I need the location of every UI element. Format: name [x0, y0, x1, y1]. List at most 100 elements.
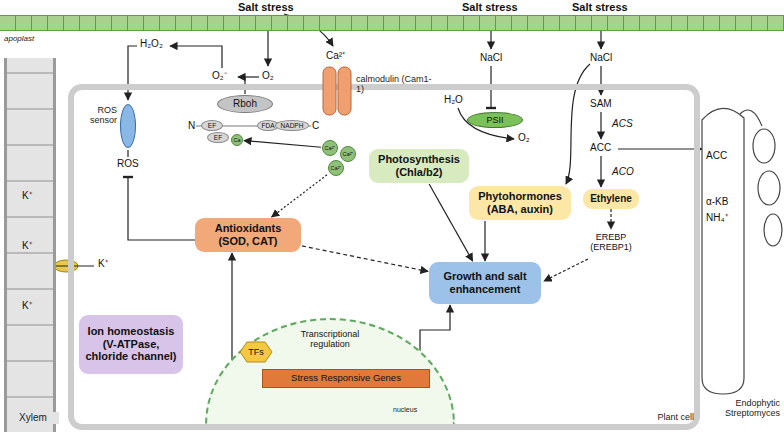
pathway-arrow	[170, 46, 222, 68]
pathway-arrow	[544, 259, 588, 281]
chemical-label: K⁺	[22, 300, 32, 312]
gene-bar: Stress Responsive Genes	[262, 369, 430, 388]
chemical-label: H₂O₂	[140, 38, 163, 50]
node-text: calmodulin (Cam1-1)	[356, 74, 434, 95]
node-text: FDA	[262, 122, 275, 129]
streptomyces-shape	[700, 96, 784, 430]
node-text: Rboh	[233, 98, 257, 110]
cell-wall-band: apoplast	[0, 15, 784, 31]
process-note: Transcriptional regulation	[290, 329, 370, 350]
hypha-outline	[702, 108, 744, 394]
chemical-label: O₂⁻	[212, 70, 227, 82]
process-box: Phytohormones (ABA, auxin)	[469, 186, 571, 220]
pathway-arrow	[128, 177, 196, 240]
calcium-ion: Ca²⁺	[340, 146, 356, 162]
node-text: Growth and salt enhancement	[435, 270, 535, 295]
connector-arrow	[272, 175, 327, 217]
calcium-site: Ca	[231, 134, 243, 146]
channel-shape	[322, 66, 352, 116]
channel-subunit	[323, 67, 336, 115]
chemical-label: NH₄⁺	[706, 212, 728, 224]
psii-complex: PSII	[467, 112, 523, 128]
chemical-label: ACC	[590, 142, 611, 154]
spore-oval	[758, 171, 780, 205]
chemical-label: H₂O	[444, 94, 463, 106]
node-text: NADPH	[281, 122, 304, 129]
stress-label: Salt stress	[462, 1, 518, 14]
outcome-box: Growth and salt enhancement	[429, 262, 541, 304]
chemical-label: NaCl	[590, 52, 612, 64]
node-text: PSII	[486, 115, 503, 125]
node-text: Stress Responsive Genes	[291, 373, 401, 384]
tf-hexagon: TFs	[239, 341, 273, 363]
node-text: Ca²⁺	[331, 165, 342, 171]
spore-oval	[753, 129, 775, 163]
chemical-label: C	[312, 120, 319, 132]
pathway-arrow	[600, 112, 601, 139]
stress-label: Salt stress	[572, 1, 628, 14]
hexagon-shape	[240, 342, 272, 362]
node-text: ROS sensor	[73, 105, 117, 126]
node-text: EF	[214, 134, 222, 141]
chemical-label: α-KB	[706, 196, 728, 208]
connector-arrow	[429, 184, 472, 261]
node-text: Ca	[233, 137, 240, 143]
node-text: EF	[208, 122, 216, 129]
chemical-label: ACO	[612, 166, 634, 178]
node-text: Ca²⁺	[325, 145, 336, 151]
calcium-ion: Ca²⁺	[328, 160, 344, 176]
node-text: apoplast	[4, 34, 34, 43]
pathway-arrow	[618, 148, 702, 149]
process-box: Antioxidants (SOD, CAT)	[195, 218, 301, 252]
pathway-arrow	[127, 150, 128, 157]
channel-subunit	[338, 67, 351, 115]
chemical-label: EREBP (EREBP1)	[582, 232, 640, 253]
pathway-arrow	[238, 76, 259, 77]
node-text: TFs	[248, 347, 264, 357]
pathway-arrow	[600, 156, 601, 187]
chemical-label: SAM	[590, 98, 612, 110]
calcium-channel: calmodulin (Cam1-1)	[322, 66, 352, 116]
rboh-enzyme: Rboh	[217, 95, 273, 113]
node-text: nucleus	[393, 406, 417, 414]
ef-hand: EF	[207, 132, 229, 143]
plant-cell: ROS sensorRbohEFEFFDANADPHCacalmodulin (…	[68, 84, 700, 430]
chemical-label: ACC	[706, 150, 727, 162]
chemical-label: NaCl	[480, 52, 502, 64]
pathway-arrow	[566, 64, 590, 184]
node-text: Xylem	[7, 412, 59, 424]
chemical-label: ACS	[612, 118, 633, 130]
node-text: Photosynthesis (Chla/b2)	[375, 153, 463, 178]
ef-hand: EF	[201, 120, 223, 131]
chemical-label: O₂	[518, 132, 530, 144]
node-text: Ion homeostasis (V-ATPase, chloride chan…	[85, 325, 177, 363]
hypha-branch	[740, 110, 762, 126]
chemical-label: O₂	[262, 70, 274, 82]
node-text: Endophytic Streptomyces	[700, 398, 780, 419]
chemical-label: K⁺	[98, 258, 108, 270]
process-box: Photosynthesis (Chla/b2)	[369, 149, 469, 183]
chemical-label: K⁺	[22, 190, 32, 202]
connector-arrow	[244, 141, 321, 148]
pathway-arrow	[600, 66, 601, 95]
pathway-arrow	[610, 209, 611, 229]
node-text: Phytohormones (ABA, auxin)	[475, 190, 565, 215]
nadph-domain: NADPH	[275, 120, 309, 131]
spore-oval	[764, 214, 782, 246]
chemical-label: ROS	[117, 158, 139, 170]
connector-arrow	[302, 246, 428, 272]
chemical-label: Ca²⁺	[326, 50, 345, 62]
node-text: Plant cell	[634, 412, 694, 422]
stress-label: Salt stress	[238, 1, 294, 14]
connector-arrow	[484, 221, 485, 261]
ros-sensor: ROS sensor	[120, 104, 136, 148]
node-text: Ca²⁺	[343, 151, 354, 157]
node-text: Antioxidants (SOD, CAT)	[201, 222, 295, 247]
node-text: Ethylene	[590, 193, 632, 205]
process-box: Ion homeostasis (V-ATPase, chloride chan…	[79, 315, 183, 374]
calcium-ion: Ca²⁺	[322, 140, 338, 156]
process-box: Ethylene	[583, 189, 639, 209]
